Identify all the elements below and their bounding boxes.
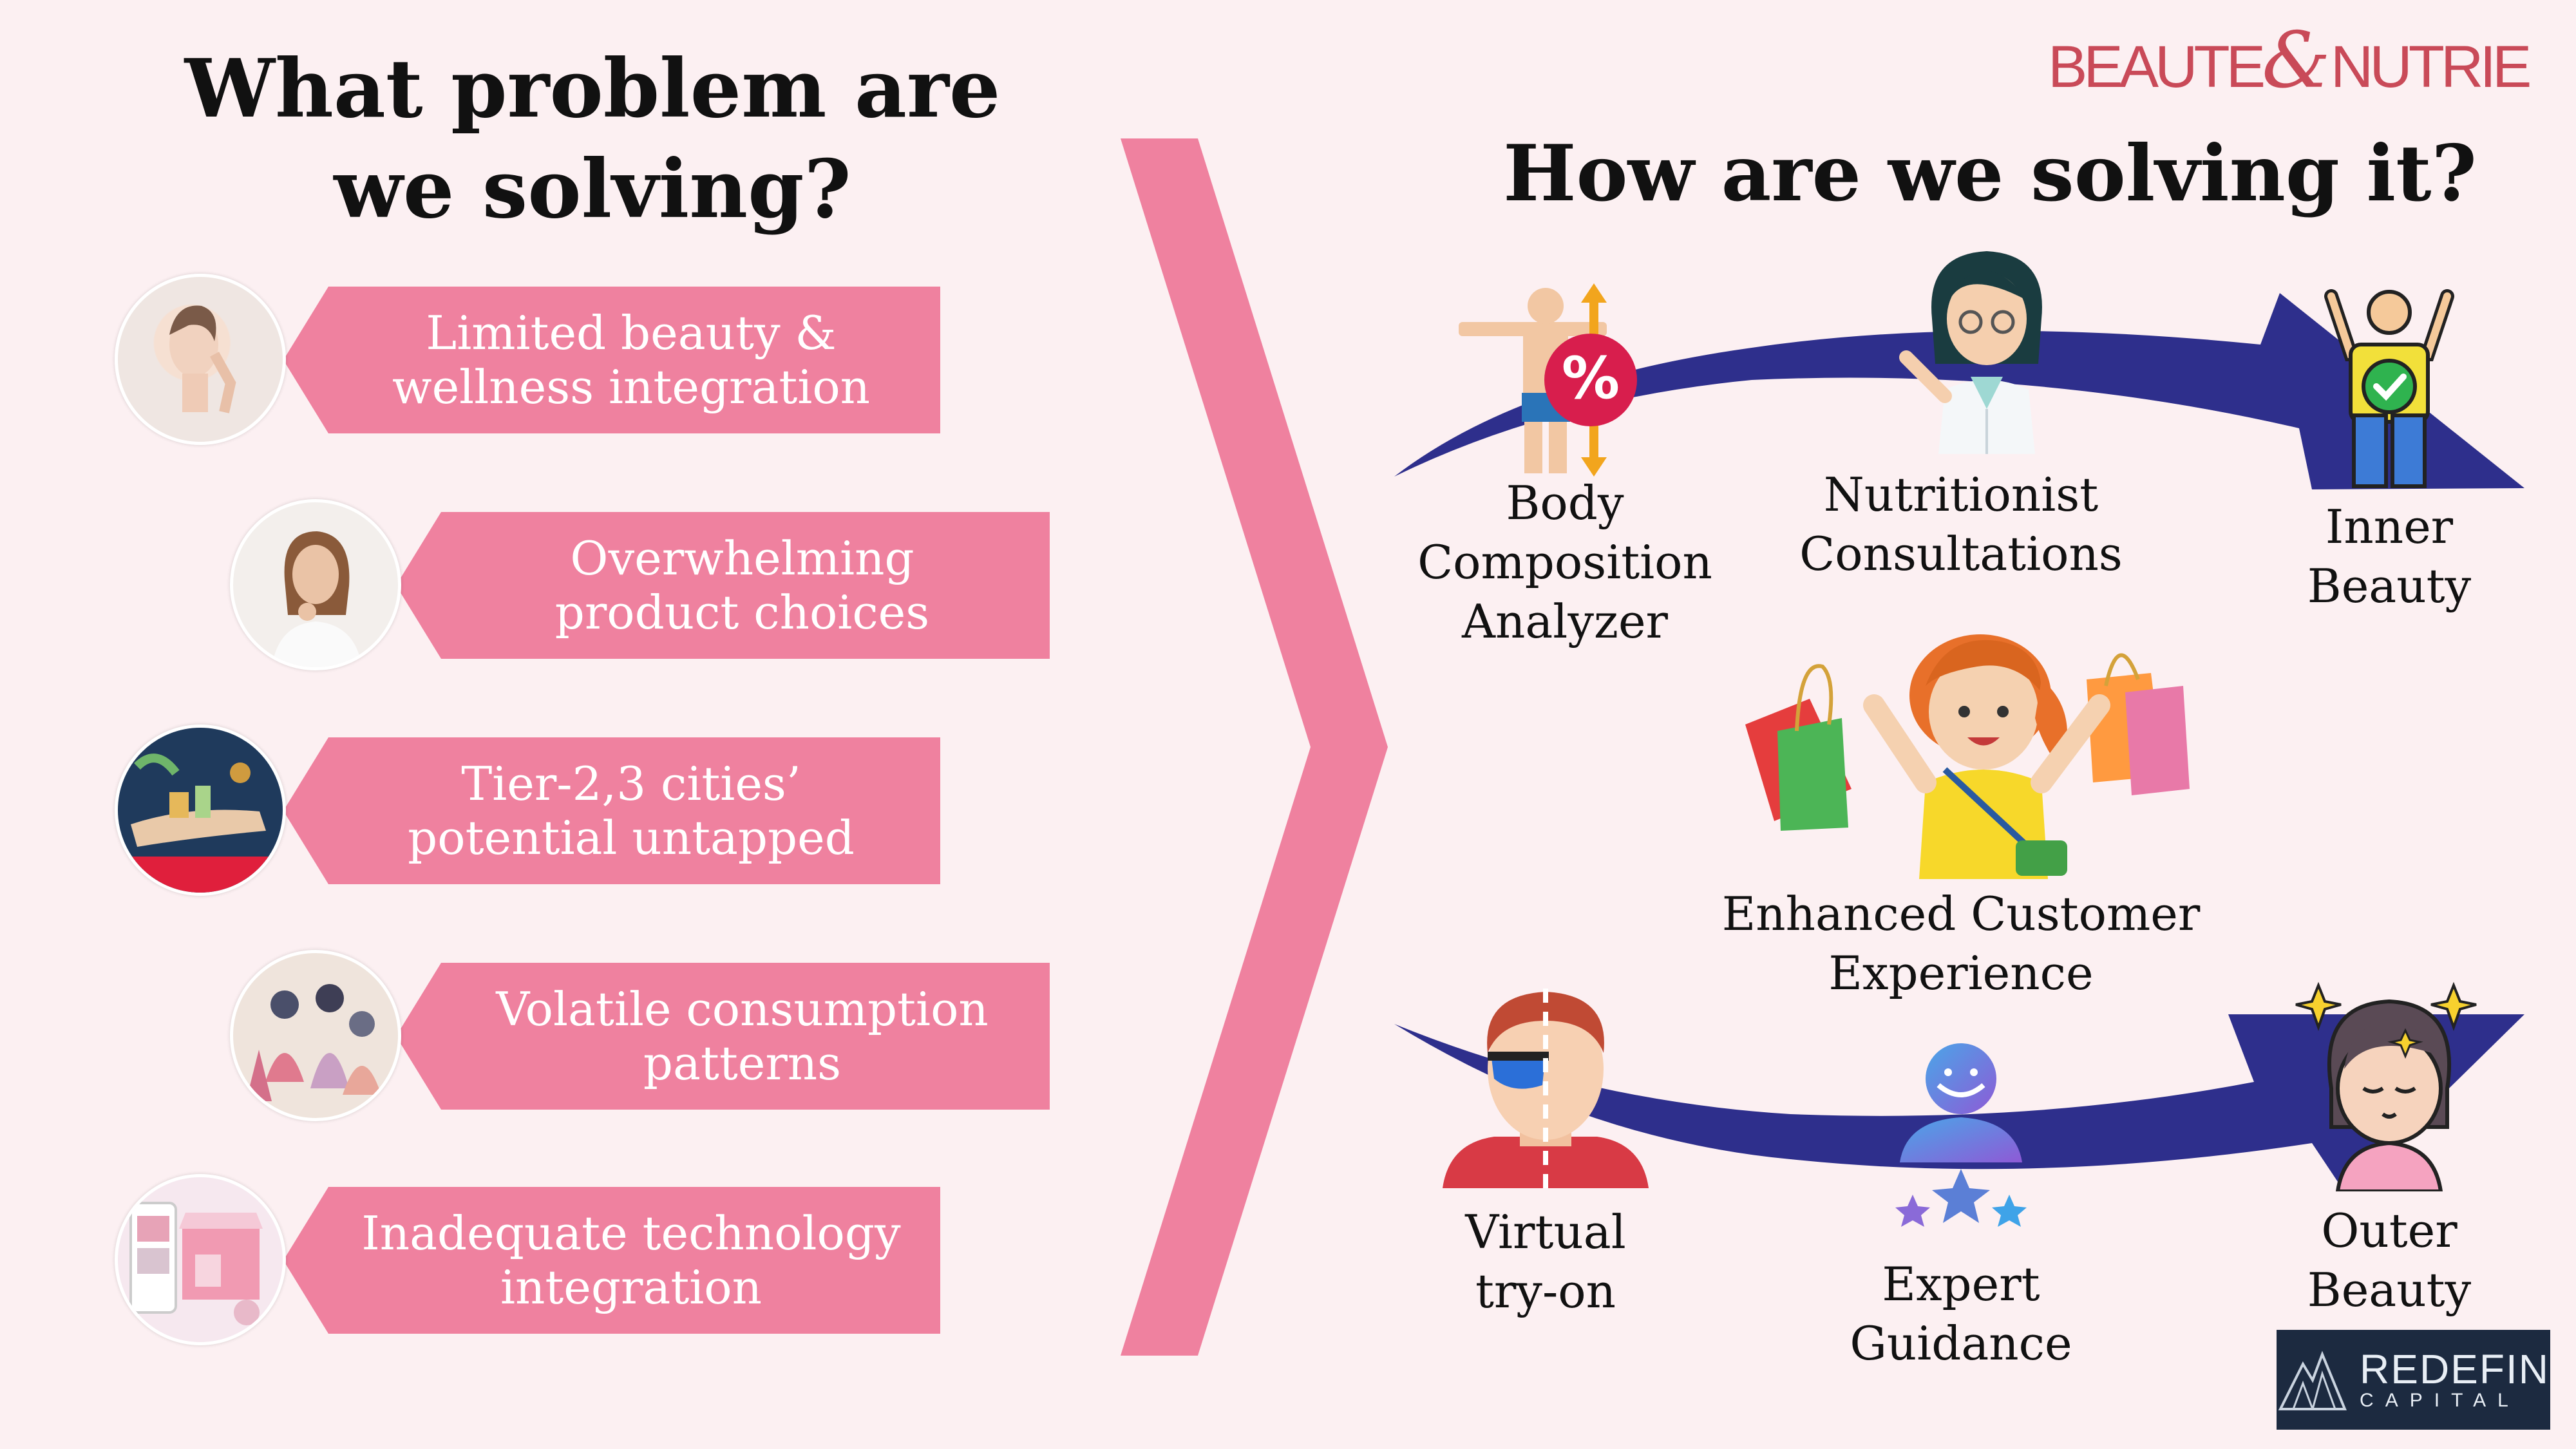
problem-label: Limited beauty & wellness integration — [392, 306, 871, 414]
problem-item: Volatile consumption patterns — [396, 963, 1050, 1110]
hand-products-photo — [115, 724, 286, 896]
thinking-woman-photo — [230, 499, 401, 670]
brand-logo-amp: & — [2262, 16, 2331, 106]
nutritionist-label: Nutritionist Consultations — [1799, 468, 2123, 581]
redefin-name: REDEFIN — [2360, 1345, 2550, 1392]
svg-text:%: % — [1562, 345, 1620, 412]
problem-item: Inadequate technology integration — [283, 1187, 940, 1334]
body-composition-label: Body Composition Analyzer — [1417, 476, 1712, 649]
virtual-tryon-label: Virtual try-on — [1465, 1205, 1626, 1318]
outer-beauty-icon — [2295, 981, 2477, 1191]
virtual-tryon-icon — [1443, 989, 1649, 1188]
customer-experience-label: Enhanced Customer Experience — [1721, 887, 2201, 1000]
online-store-illustration — [115, 1174, 286, 1345]
problem-item: Overwhelming product choices — [396, 512, 1050, 659]
shopping-girl-icon — [1745, 634, 2190, 879]
problem-item: Tier-2,3 cities’ potential untapped — [283, 737, 940, 884]
problem-label: Volatile consumption patterns — [496, 982, 989, 1090]
problem-item: Limited beauty & wellness integration — [283, 287, 940, 433]
body-composition-icon: % — [1459, 283, 1637, 477]
brand-logo-right: NUTRIE — [2330, 34, 2532, 100]
problem-label: Inadequate technology integration — [361, 1206, 901, 1314]
problem-heading: What problem are we solving? — [184, 42, 1001, 237]
problem-label: Overwhelming product choices — [554, 531, 930, 639]
expert-guidance-icon — [1895, 1043, 2027, 1227]
outer-beauty-label: Outer Beauty — [2307, 1204, 2472, 1317]
expert-guidance-label: Expert Guidance — [1850, 1257, 2072, 1370]
solution-heading: How are we solving it? — [1503, 128, 2477, 219]
nutritionist-icon — [1899, 251, 2042, 454]
brand-logo: BEAUTE&NUTRIE — [2048, 16, 2550, 106]
woman-skincare-photo — [115, 274, 286, 445]
inner-beauty-icon — [2324, 289, 2454, 488]
bottom-flow-arrow — [1394, 1014, 2524, 1191]
redefin-mountain-icon — [2278, 1350, 2347, 1410]
redefin-capital-logo: REDEFIN CAPITAL — [2277, 1330, 2550, 1430]
brand-logo-left: BEAUTE — [2048, 34, 2266, 100]
crowd-illustration — [230, 950, 401, 1121]
problem-label: Tier-2,3 cities’ potential untapped — [408, 757, 855, 865]
chevron-divider — [1121, 138, 1388, 1356]
redefin-subtitle: CAPITAL — [2360, 1389, 2520, 1411]
inner-beauty-label: Inner Beauty — [2307, 500, 2472, 613]
